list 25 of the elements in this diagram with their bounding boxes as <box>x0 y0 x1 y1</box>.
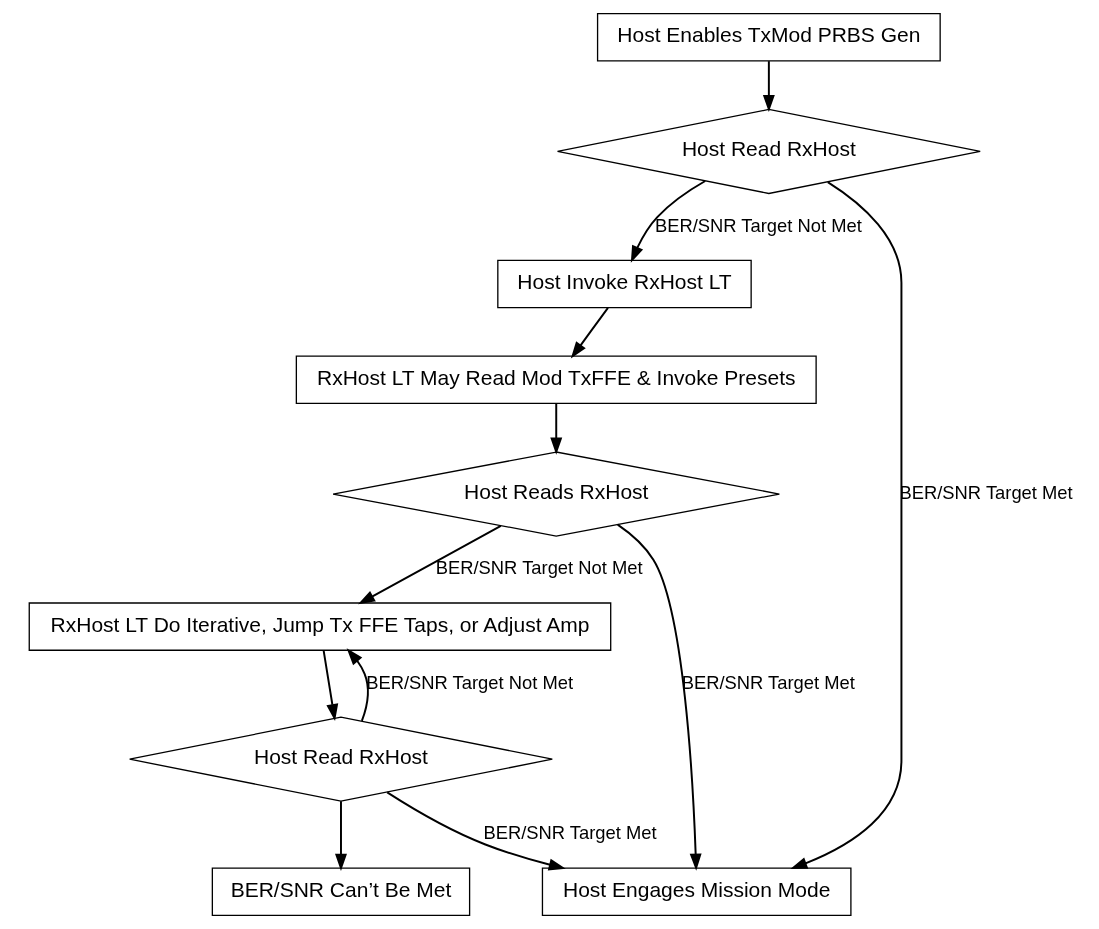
edge-label: BER/SNR Target Not Met <box>654 214 862 236</box>
arrow <box>385 791 566 871</box>
arrow <box>762 60 775 113</box>
arrow <box>322 649 338 722</box>
node-box: RxHost LT May Read Mod TxFFE & Invoke Presets <box>295 355 817 405</box>
arrow <box>570 306 609 359</box>
arrow <box>789 181 902 870</box>
arrow <box>549 402 562 455</box>
arrow <box>357 524 502 605</box>
arrow <box>630 180 706 263</box>
edge-label: BER/SNR Target Met <box>899 481 1073 503</box>
node-box: Host Enables TxMod PRBS Gen <box>596 13 941 62</box>
edge-label: BER/SNR Target Not Met <box>365 671 573 693</box>
edge-label: BER/SNR Target Not Met <box>435 557 643 579</box>
node-diamond: Host Read RxHost <box>128 716 553 802</box>
node-box: BER/SNR Can’t Be Met <box>211 867 470 916</box>
edge-label: BER/SNR Target Met <box>482 822 657 844</box>
node-diamond: Host Read RxHost <box>556 108 981 195</box>
arrow <box>334 800 347 871</box>
arrow <box>616 523 702 871</box>
arrow <box>346 648 369 722</box>
node-diamond: Host Reads RxHost <box>331 451 780 537</box>
node-box: Host Invoke RxHost LT <box>496 259 752 309</box>
node-box: RxHost LT Do Iterative, Jump Tx FFE Taps, or Adjust Amp <box>28 602 611 651</box>
node-box: Host Engages Mission Mode <box>541 867 852 916</box>
